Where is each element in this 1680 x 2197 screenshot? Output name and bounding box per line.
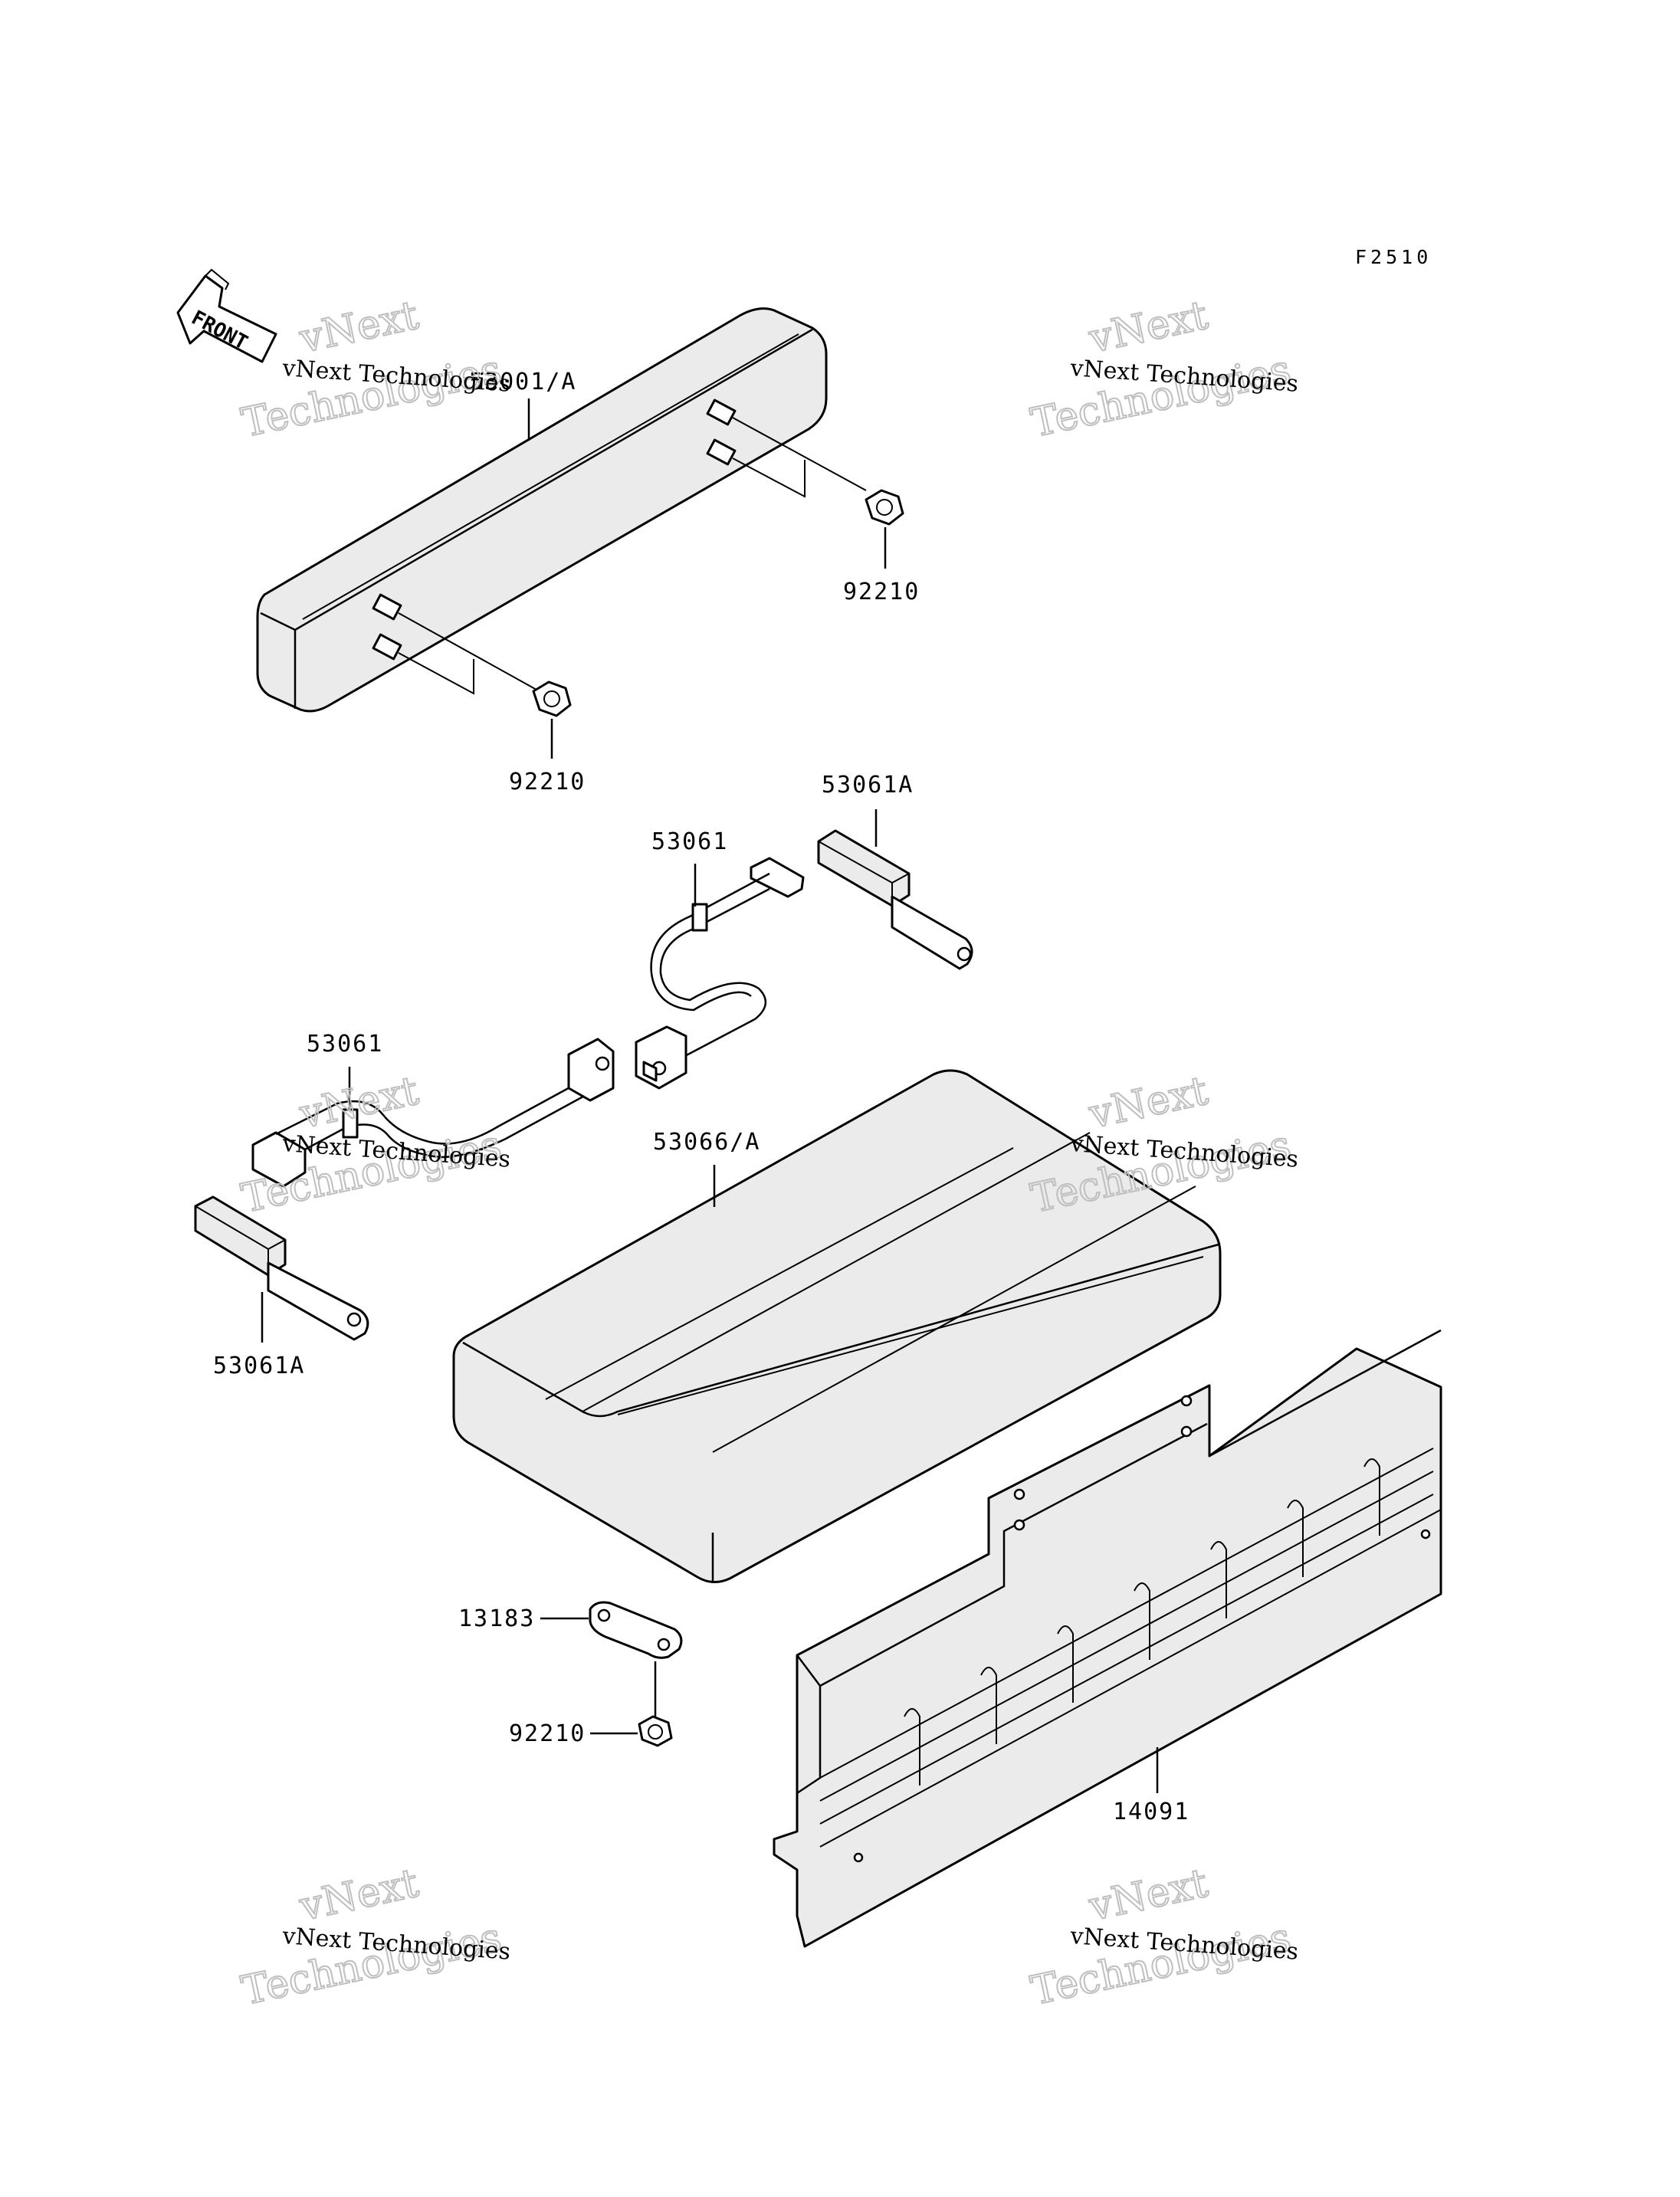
part-label-92210-right: 92210: [843, 579, 920, 605]
svg-text:vNext: vNext: [295, 1068, 422, 1138]
watermark: vNext Technologies vNext Technologies: [237, 292, 511, 448]
cover-panel-14091: [773, 1329, 1442, 1948]
buckle-53061a-bottom: [194, 1195, 369, 1341]
part-label-53001a: 53001/A: [469, 369, 576, 395]
svg-text:vNext: vNext: [1084, 293, 1212, 362]
bracket-13183: [589, 1601, 683, 1659]
tray-53001a: [256, 307, 867, 713]
watermark: vNext Technologies vNext Technologies: [237, 1860, 511, 2015]
rib-icon: [904, 1458, 1380, 1785]
part-label-92210-bottom: 92210: [509, 1720, 586, 1747]
strap-53061-top: [635, 857, 805, 1090]
strap-53061-left: [251, 1038, 615, 1188]
svg-text:vNext: vNext: [1084, 1861, 1212, 1930]
front-arrow-icon: FRONT: [176, 268, 277, 363]
part-label-53066a: 53066/A: [653, 1129, 760, 1156]
part-label-53061-top: 53061: [651, 828, 728, 855]
part-label-14091: 14091: [1113, 1799, 1189, 1825]
stud-icon: [706, 398, 737, 466]
seat-cushion-53066a: [452, 1069, 1222, 1583]
part-label-92210-left: 92210: [509, 769, 586, 795]
part-label-53061-left: 53061: [307, 1031, 383, 1058]
stud-icon: [372, 593, 402, 661]
svg-text:vNext: vNext: [295, 1861, 422, 1930]
svg-text:vNext: vNext: [295, 293, 422, 362]
part-label-13183: 13183: [458, 1605, 535, 1632]
part-label-53061a-bottom: 53061A: [213, 1353, 305, 1379]
nut-icon: [638, 1715, 673, 1747]
buckle-53061a-top: [817, 829, 973, 970]
watermark: vNext Technologies vNext Technologies: [1026, 292, 1299, 448]
part-label-53061a-top: 53061A: [822, 772, 914, 798]
watermark: vNext Technologies vNext Technologies: [1026, 1860, 1299, 2015]
svg-text:vNext: vNext: [1084, 1068, 1212, 1138]
nut-icon: [532, 680, 572, 717]
diagram-code: F2510: [1355, 246, 1432, 268]
nut-icon: [865, 489, 904, 526]
